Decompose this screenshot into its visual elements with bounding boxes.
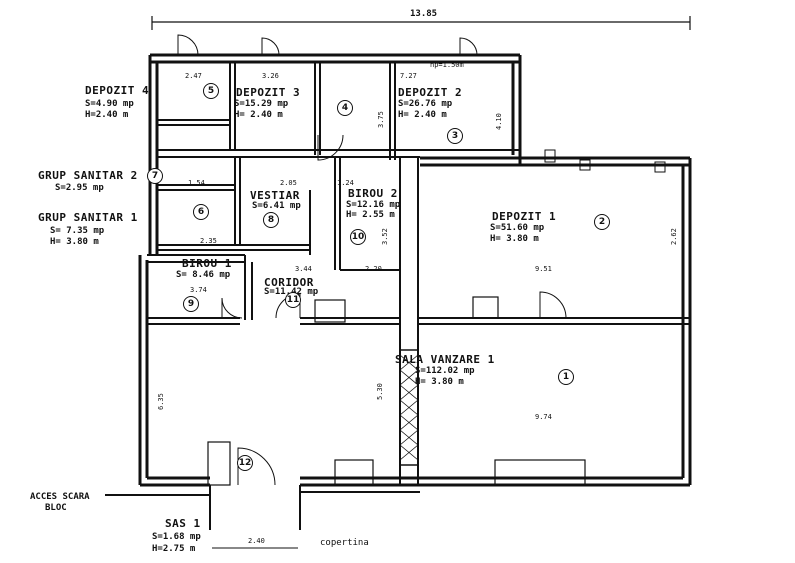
dim-6-35: 6.35 <box>157 393 165 410</box>
depozit1-height: H= 3.80 m <box>490 234 539 244</box>
depozit3-area: S=15.29 mp <box>234 99 289 109</box>
dim-3-44: 3.44 <box>295 265 312 273</box>
sala-vanzare-height: H= 3.80 m <box>415 377 464 387</box>
room-number-1: 1 <box>558 369 574 385</box>
room-number-10: 10 <box>350 229 366 245</box>
vestiar-name: VESTIAR <box>250 189 300 202</box>
room-number-7: 7 <box>147 168 163 184</box>
grup-sanitar2-area: S=2.95 mp <box>55 183 104 193</box>
copertina-label: copertina <box>320 538 369 548</box>
hp-label: hp=1.50m <box>430 61 464 69</box>
birou1-area: S= 8.46 mp <box>176 270 231 280</box>
depozit2-area: S=26.76 mp <box>398 99 453 109</box>
dim-2-35: 2.35 <box>200 237 217 245</box>
birou2-height: H= 2.55 m <box>346 210 395 220</box>
depozit3-height: H= 2.40 m <box>234 110 283 120</box>
sala-vanzare-name: SALA VANZARE 1 <box>395 353 495 366</box>
room-number-11: 11 <box>285 292 301 308</box>
depozit4-height: H=2.40 m <box>85 110 129 120</box>
dim-1-54: 1.54 <box>188 179 205 187</box>
dim-4-10: 4.10 <box>495 113 503 130</box>
vestiar-area: S=6.41 mp <box>252 201 301 211</box>
dim-2-47: 2.47 <box>185 72 202 80</box>
sala-vanzare-area: S=112.02 mp <box>415 366 475 376</box>
depozit1-area: S=51.60 mp <box>490 223 545 233</box>
depozit2-height: H= 2.40 m <box>398 110 447 120</box>
overall-dimension: 13.85 <box>410 9 438 19</box>
acces-scara-label: ACCES SCARA <box>30 492 90 502</box>
grup-sanitar2-name: GRUP SANITAR 2 <box>38 169 138 182</box>
sas-area: S=1.68 mp <box>152 532 201 542</box>
room-number-8: 8 <box>263 212 279 228</box>
dim-2-20: 2.20 <box>365 265 382 273</box>
room-number-4: 4 <box>337 100 353 116</box>
dim-2-40: 2.40 <box>248 537 265 545</box>
sas-name: SAS 1 <box>165 517 201 530</box>
dim-3-75: 3.75 <box>377 111 385 128</box>
grup-sanitar1-area: S= 7.35 mp <box>50 226 105 236</box>
dim-3-52: 3.52 <box>381 228 389 245</box>
depozit4-name: DEPOZIT 4 <box>85 84 150 97</box>
sas-height: H=2.75 m <box>152 544 196 554</box>
grup-sanitar1-height: H= 3.80 m <box>50 237 99 247</box>
dim-3-26: 3.26 <box>262 72 279 80</box>
dim-2-05: 2.05 <box>280 179 297 187</box>
dim-9-51: 9.51 <box>535 265 552 273</box>
coridor-name: CORIDOR <box>264 276 314 289</box>
room-number-12: 12 <box>237 455 253 471</box>
dim-2-62: 2.62 <box>670 228 678 245</box>
dim-7-27: 7.27 <box>400 72 417 80</box>
depozit4-area: S=4.90 mp <box>85 99 134 109</box>
birou1-name: BIROU 1 <box>182 257 232 270</box>
dim-3-74: 3.74 <box>190 286 207 294</box>
birou2-area: S=12.16 mp <box>346 200 401 210</box>
bloc-label: BLOC <box>45 503 67 513</box>
dim-1-24: 1.24 <box>337 179 354 187</box>
room-number-3: 3 <box>447 128 463 144</box>
grup-sanitar1-name: GRUP SANITAR 1 <box>38 211 138 224</box>
room-number-9: 9 <box>183 296 199 312</box>
depozit1-name: DEPOZIT 1 <box>492 210 557 223</box>
room-number-5: 5 <box>203 83 219 99</box>
room-number-6: 6 <box>193 204 209 220</box>
dim-5-30: 5.30 <box>376 383 384 400</box>
depozit2-name: DEPOZIT 2 <box>398 86 463 99</box>
room-number-2: 2 <box>594 214 610 230</box>
depozit3-name: DEPOZIT 3 <box>236 86 301 99</box>
dim-9-74: 9.74 <box>535 413 552 421</box>
birou2-name: BIROU 2 <box>348 187 398 200</box>
